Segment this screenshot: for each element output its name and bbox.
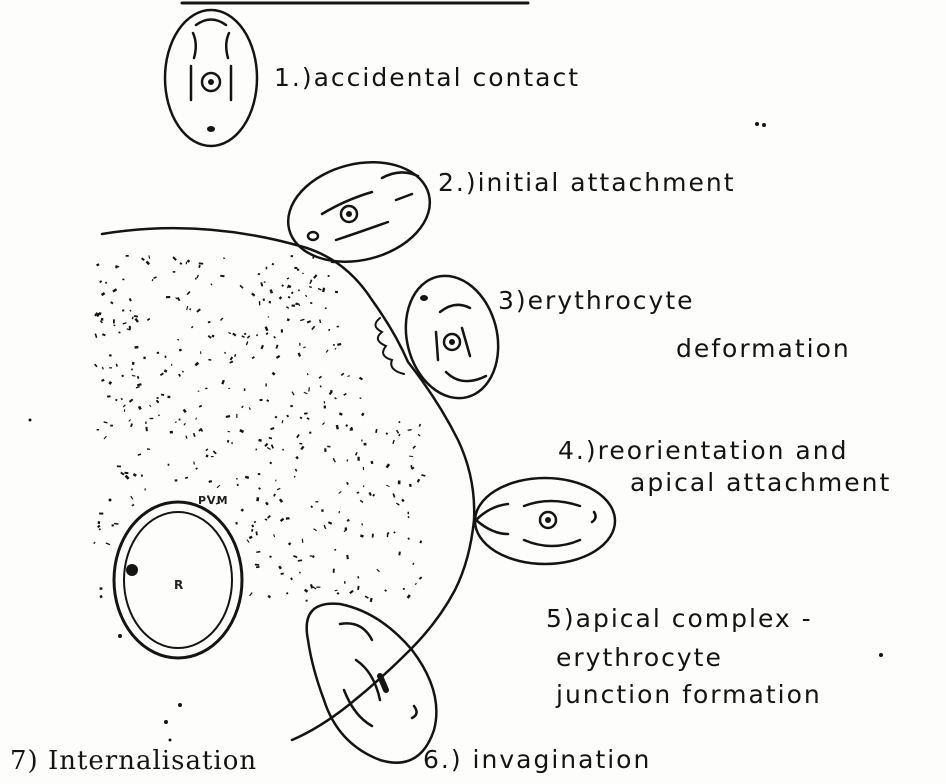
step-3-label-line1: 3)erythrocyte: [498, 286, 695, 316]
step-5-label-line3: junction formation: [556, 680, 822, 710]
step-5-label-line1: 5)apical complex -: [546, 604, 813, 634]
page-specks: [29, 122, 884, 742]
step-4-label-line1: 4.)reorientation and: [558, 436, 848, 466]
merozoite-5: [307, 604, 437, 763]
step-1-label: 1.)accidental contact: [274, 63, 580, 93]
merozoite-2: [278, 148, 441, 276]
step-4-label-line2: apical attachment: [630, 468, 891, 498]
merozoite-4: [475, 478, 615, 564]
merozoite-1: [165, 10, 257, 146]
merozoite-3: [393, 266, 510, 408]
parasite-mark: R: [174, 578, 183, 592]
step-3-label-line2: deformation: [676, 334, 851, 364]
step-5-label-line2: erythrocyte: [556, 643, 723, 673]
step-7-label: 7) Internalisation: [10, 746, 257, 777]
parasite-nucleus: [126, 564, 138, 576]
pvm-label: PVM: [198, 494, 229, 507]
erythrocyte-outline: [102, 228, 474, 740]
step-6-label: 6.) invagination: [423, 745, 651, 775]
step-2-label: 2.)initial attachment: [438, 168, 736, 198]
